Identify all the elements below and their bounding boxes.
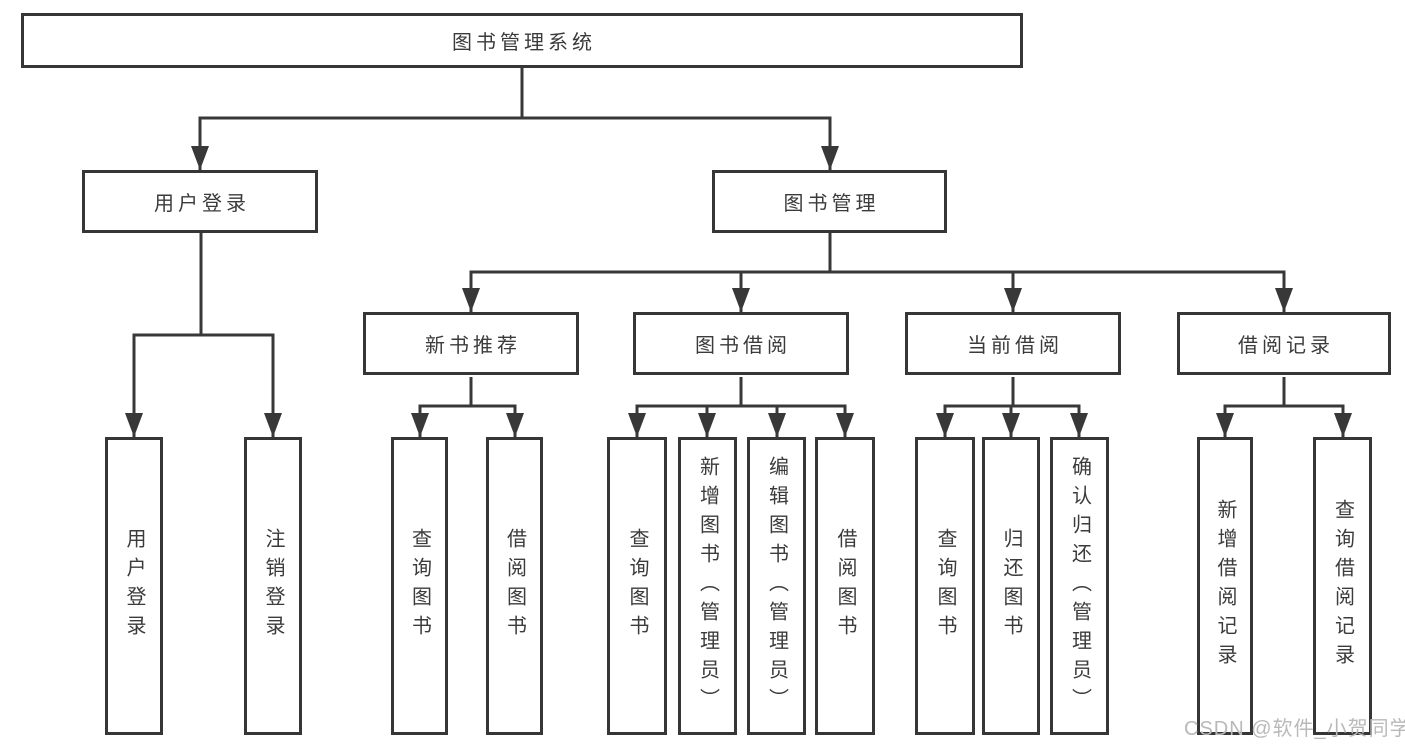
- node-user-login: 用户登录: [82, 170, 318, 233]
- leaf-search-book-recommend: 查询图书: [391, 437, 448, 735]
- edge-current-borrow-children: [936, 377, 1088, 437]
- leaf-logout: 注销登录: [244, 437, 302, 735]
- leaf-search-borrow-record: 查询借阅记录: [1313, 437, 1372, 735]
- node-new-book-recommend: 新书推荐: [363, 312, 579, 375]
- edge-borrow-records-children: [1216, 377, 1352, 437]
- leaf-borrow-book: 借阅图书: [815, 437, 875, 735]
- node-book-borrow: 图书借阅: [633, 312, 849, 375]
- edge-new-book-recommend-children: [411, 377, 524, 437]
- edge-book-borrow-children: [628, 377, 854, 437]
- watermark: CSDN @软件_小贺同学: [1184, 718, 1405, 740]
- leaf-search-book-borrow: 查询图书: [607, 437, 667, 735]
- leaf-borrow-book-recommend: 借阅图书: [486, 437, 543, 735]
- leaf-add-borrow-record: 新增借阅记录: [1197, 437, 1253, 735]
- leaf-return-book: 归还图书: [982, 437, 1040, 735]
- edge-user-login-children: [125, 233, 282, 437]
- edge-root-to-level2: [191, 68, 839, 170]
- node-root-system: 图书管理系统: [21, 13, 1023, 68]
- leaf-add-book-admin: 新增图书（管理员）: [678, 437, 737, 735]
- leaf-confirm-return-admin: 确认归还（管理员）: [1050, 437, 1109, 735]
- leaf-edit-book-admin: 编辑图书（管理员）: [747, 437, 806, 735]
- leaf-search-book-current: 查询图书: [915, 437, 975, 735]
- node-book-management: 图书管理: [712, 170, 947, 233]
- node-current-borrow: 当前借阅: [905, 312, 1121, 375]
- edge-book-management-children: [462, 233, 1293, 312]
- leaf-user-login: 用户登录: [105, 437, 163, 735]
- node-borrow-records: 借阅记录: [1177, 312, 1391, 375]
